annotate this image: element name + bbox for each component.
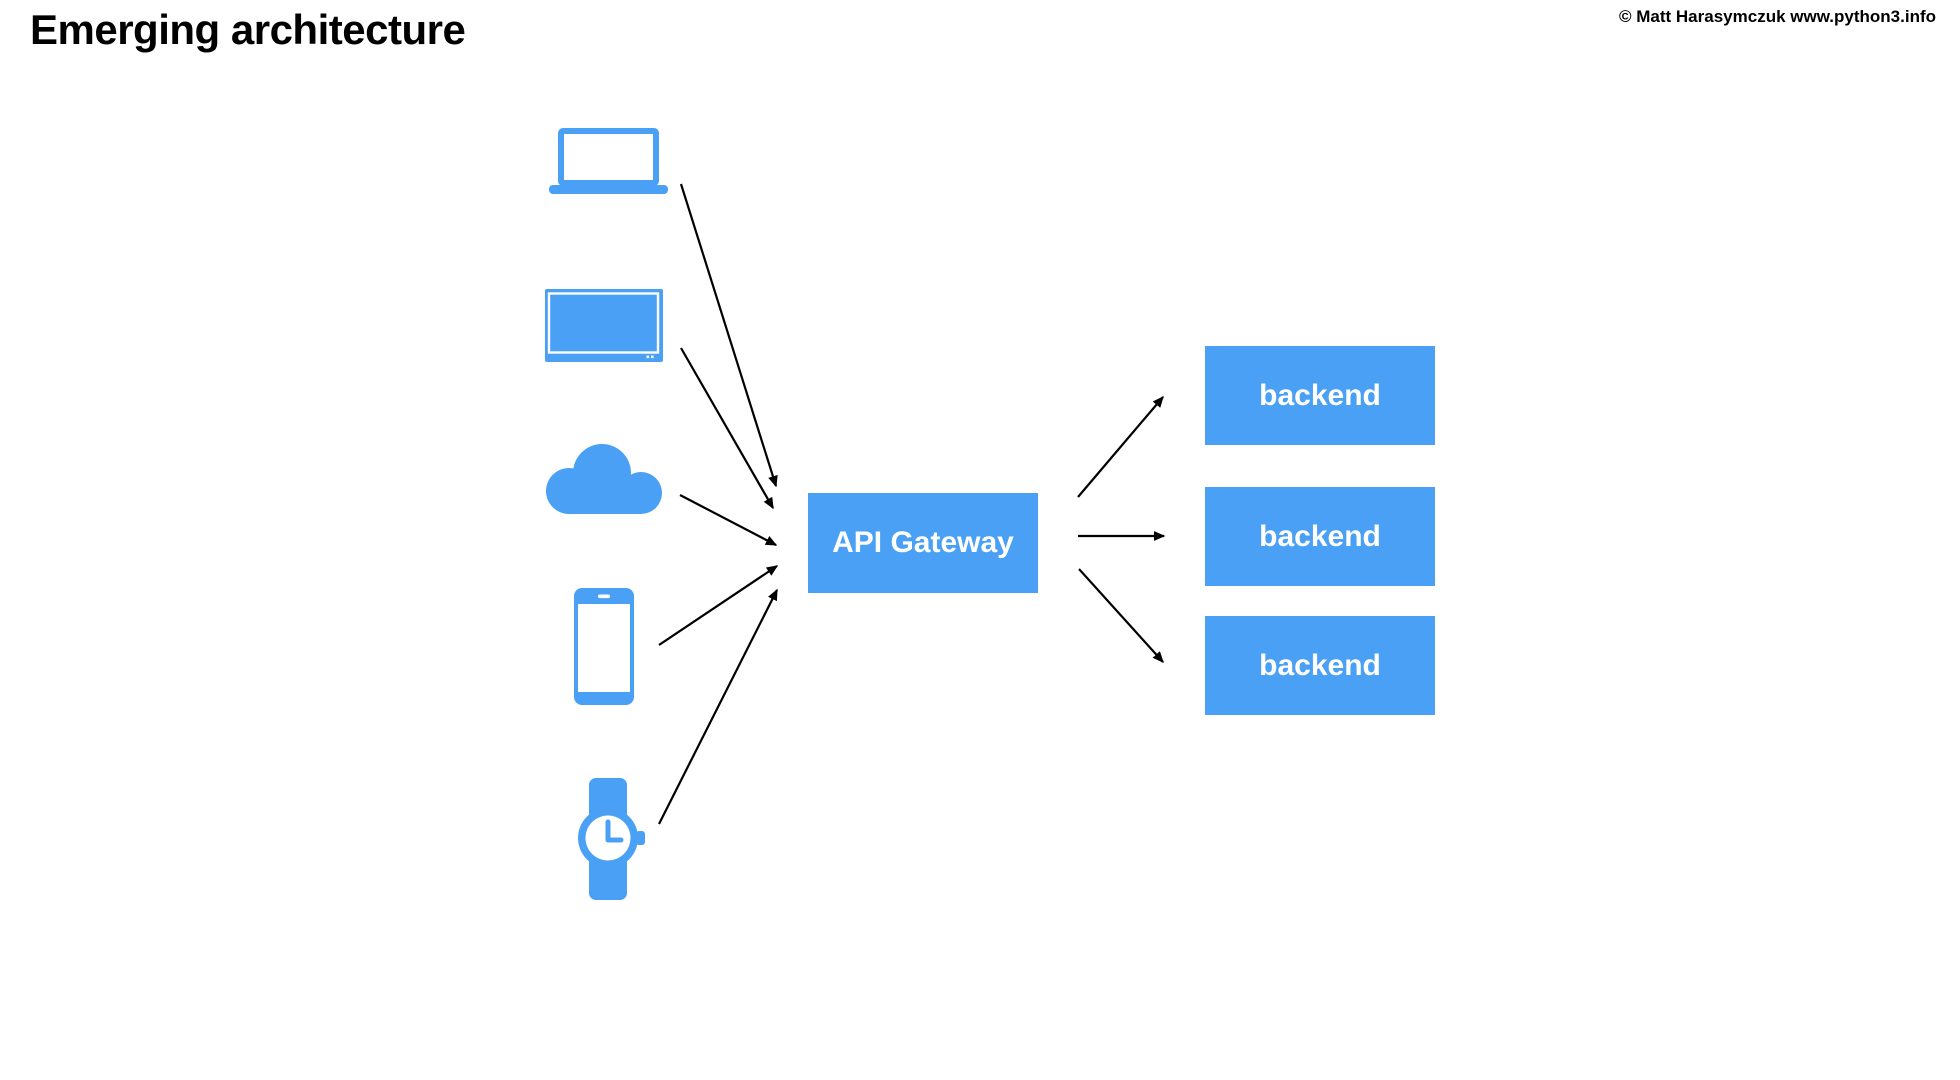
tv-icon (545, 289, 663, 362)
backend-label: backend (1259, 519, 1381, 553)
client-node-tv (545, 289, 663, 362)
backend-box-3: backend (1205, 616, 1435, 715)
backend-box-2: backend (1205, 487, 1435, 586)
backend-box-1: backend (1205, 346, 1435, 445)
client-node-laptop (549, 128, 668, 194)
laptop-icon (549, 128, 668, 194)
client-node-smartphone (574, 588, 634, 705)
smartphone-icon (574, 588, 634, 705)
client-node-cloud (545, 442, 664, 514)
backend-label: backend (1259, 648, 1381, 682)
api-gateway-label: API Gateway (832, 526, 1014, 559)
api-gateway-box: API Gateway (808, 493, 1038, 593)
copyright: © Matt Harasymczuk www.python3.info (1619, 7, 1936, 26)
page-title: Emerging architecture (30, 6, 466, 53)
cloud-icon (546, 444, 662, 514)
backend-label: backend (1259, 378, 1381, 412)
client-node-smartwatch (578, 778, 645, 900)
smartwatch-icon (578, 778, 645, 900)
